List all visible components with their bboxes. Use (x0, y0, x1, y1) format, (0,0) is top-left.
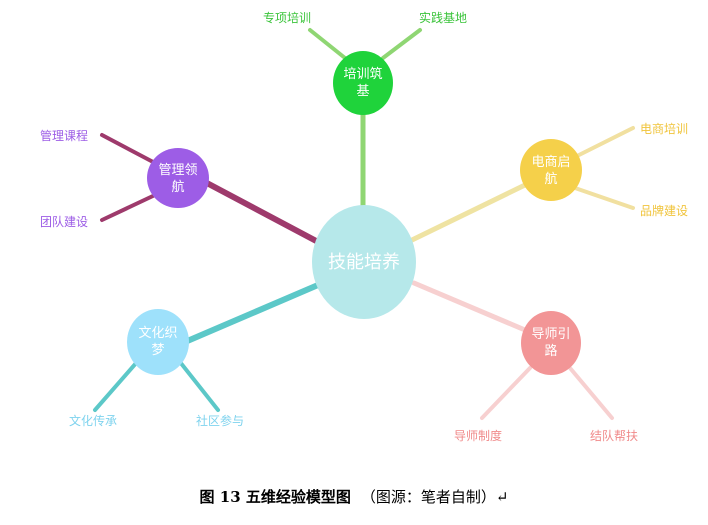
node-left-bottom (127, 309, 189, 375)
figure-caption: 图 13 五维经验模型图 （图源：笔者自制）↵ (0, 486, 708, 507)
leaf-left-top-2: 团队建设 (40, 214, 88, 229)
leaf-right-top-2: 品牌建设 (640, 204, 688, 218)
node-right-top (520, 139, 582, 201)
connector-right-bottom (411, 280, 528, 333)
node-top-label: 培训筑基 (343, 66, 382, 99)
node-right-top-label: 电商启航 (531, 155, 570, 187)
leaf-top-2: 实践基地 (419, 10, 467, 25)
figure-source: （图源：笔者自制）↵ (360, 488, 509, 506)
leaf-line-left-bottom-2 (178, 360, 220, 412)
node-left-top (147, 148, 209, 208)
node-top (333, 51, 393, 115)
leaf-left-top-1: 管理课程 (40, 128, 88, 143)
leaf-line-top-2 (381, 28, 422, 60)
leaf-line-top-1 (308, 28, 347, 60)
leaf-line-right-top-1 (573, 126, 635, 159)
leaf-right-top-1: 电商培训 (640, 121, 688, 136)
leaf-line-left-top-1 (100, 133, 157, 165)
connector-left-top (202, 179, 323, 246)
leaf-line-left-top-2 (100, 193, 157, 222)
mind-map-diagram: 培训筑基 管理领航 电商启航 文化织梦 导师引路 技能培养 专项培训 实践基地 … (40, 10, 688, 443)
node-right-bottom-label: 导师引路 (531, 327, 570, 359)
leaf-right-bottom-2: 结队帮扶 (590, 428, 638, 443)
node-center-label: 技能培养 (328, 252, 400, 273)
leaf-left-bottom-2: 社区参与 (196, 413, 244, 428)
leaf-line-right-bottom-2 (568, 366, 614, 420)
leaf-top-1: 专项培训 (263, 10, 311, 25)
connector-right-top (409, 182, 528, 243)
node-left-bottom-label: 文化织梦 (138, 326, 177, 358)
leaf-line-right-top-2 (573, 186, 635, 210)
connector-left-bottom (182, 282, 321, 345)
leaf-line-right-bottom-1 (480, 366, 532, 420)
leaf-right-bottom-1: 导师制度 (454, 428, 502, 443)
leaf-left-bottom-1: 文化传承 (69, 413, 117, 428)
leaf-line-left-bottom-1 (93, 360, 139, 412)
node-center (312, 205, 416, 319)
node-right-bottom (521, 311, 581, 375)
figure-title: 图 13 五维经验模型图 (199, 488, 351, 506)
node-left-top-label: 管理领航 (158, 163, 197, 195)
